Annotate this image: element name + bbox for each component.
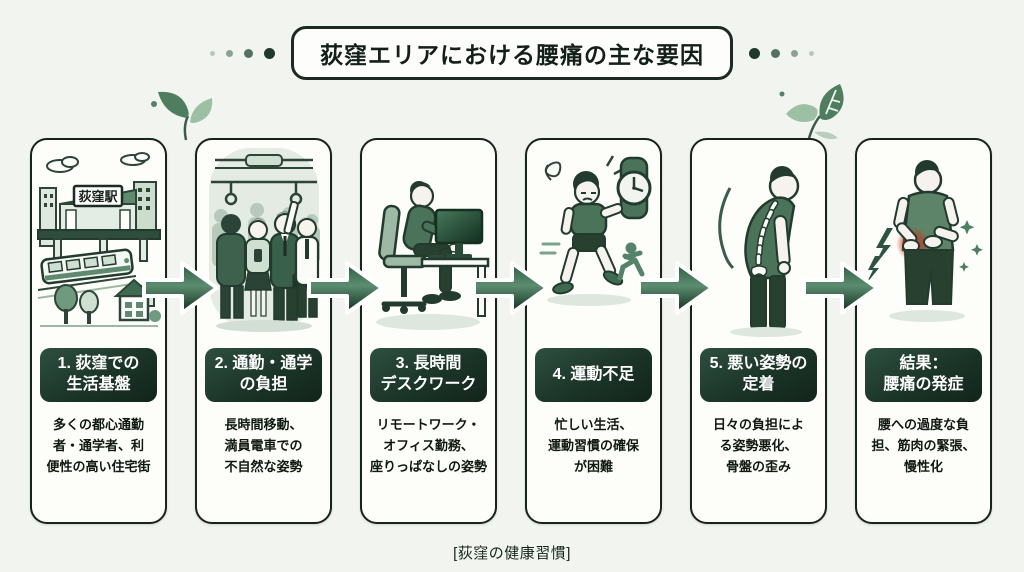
desk-work-illustration bbox=[375, 181, 489, 330]
step-body: 忙しい生活、 運動習慣の確保 が困難 bbox=[547, 417, 639, 474]
flow-arrow-icon bbox=[307, 261, 384, 315]
step-body: 日々の負担によ る姿勢悪化、 骨盤の歪み bbox=[712, 417, 804, 474]
step-badge: 結果： 腰痛の発症 bbox=[865, 348, 982, 402]
step-badge: 1. 荻窪での 生活基盤 bbox=[40, 348, 157, 402]
step-badge: 2. 通勤・通学 の負担 bbox=[205, 348, 322, 402]
step-illustration: 荻窪駅 bbox=[32, 140, 165, 348]
ogikubo-station-illustration: 荻窪駅 bbox=[36, 152, 161, 327]
dot-icon bbox=[809, 50, 814, 56]
hunched-posture-illustration bbox=[717, 166, 802, 337]
step-illustration bbox=[527, 140, 660, 348]
title-dots-left bbox=[210, 47, 275, 59]
step-body: 長時間移動、 満員電車での 不自然な姿勢 bbox=[224, 417, 303, 474]
step-illustration bbox=[857, 140, 990, 348]
step-body: リモートワーク・ オフィス勤務、 座りっぱなしの姿勢 bbox=[369, 417, 487, 474]
flow-arrow-icon bbox=[637, 261, 714, 315]
footer-caption: [荻窪の健康習慣] bbox=[453, 545, 571, 562]
step-illustration bbox=[197, 140, 330, 348]
title-dots-right bbox=[749, 47, 814, 59]
dot-icon bbox=[749, 47, 760, 59]
dot-icon bbox=[244, 48, 253, 58]
leaf-decoration-left bbox=[151, 91, 213, 141]
step-badge: 3. 長時間 デスクワーク bbox=[370, 348, 487, 402]
back-curve-line bbox=[717, 187, 734, 270]
sparkle-icon bbox=[958, 220, 983, 272]
dizzy-scribble-icon bbox=[544, 161, 561, 181]
step-body: 多くの都心通勤 者・通学者、利 便性の高い住宅街 bbox=[46, 417, 151, 474]
watch-icon bbox=[616, 156, 651, 220]
dot-icon bbox=[791, 49, 798, 57]
station-sign-text: 荻窪駅 bbox=[78, 189, 118, 204]
pain-lightning-icon bbox=[865, 228, 893, 284]
dot-icon bbox=[210, 50, 215, 56]
step-panel-4: 4. 運動不足 忙しい生活、 運動習慣の確保 が困難 bbox=[525, 138, 662, 524]
step-panel-2: 2. 通勤・通学 の負担 長時間移動、 満員電車での 不自然な姿勢 bbox=[195, 138, 332, 524]
back-pain-illustration bbox=[865, 160, 983, 322]
step-illustration bbox=[692, 140, 825, 348]
tired-runner-illustration bbox=[539, 155, 651, 306]
step-illustration bbox=[362, 140, 495, 348]
step-panel-6: 結果： 腰痛の発症 腰への過度な負 担、筋肉の緊張、 慢性化 bbox=[855, 138, 992, 524]
dot-icon bbox=[226, 49, 233, 57]
step-panel-5: 5. 悪い姿勢の 定着 日々の負担によ る姿勢悪化、 骨盤の歪み bbox=[690, 138, 827, 524]
spine-icon bbox=[750, 200, 779, 277]
flow-arrow-icon bbox=[472, 261, 549, 315]
step-panel-3: 3. 長時間 デスクワーク リモートワーク・ オフィス勤務、 座りっぱなしの姿勢 bbox=[360, 138, 497, 524]
dot-icon bbox=[264, 47, 275, 59]
runner-pictogram-icon bbox=[617, 242, 644, 281]
step-badge: 4. 運動不足 bbox=[535, 348, 652, 402]
title-banner: 荻窪エリアにおける腰痛の主な要因 bbox=[0, 26, 1024, 80]
steps-flow: 荻窪駅 bbox=[30, 138, 994, 526]
flow-arrow-icon bbox=[802, 261, 879, 315]
leaf-decoration-right bbox=[779, 84, 844, 143]
crowded-train-illustration bbox=[208, 148, 320, 332]
dot-icon bbox=[771, 48, 780, 58]
step-panel-1: 荻窪駅 bbox=[30, 138, 167, 524]
step-badge: 5. 悪い姿勢の 定着 bbox=[700, 348, 817, 402]
flow-arrow-icon bbox=[142, 261, 219, 315]
page-title: 荻窪エリアにおける腰痛の主な要因 bbox=[291, 26, 733, 80]
step-body: 腰への過度な負 担、筋肉の緊張、 慢性化 bbox=[871, 417, 976, 474]
